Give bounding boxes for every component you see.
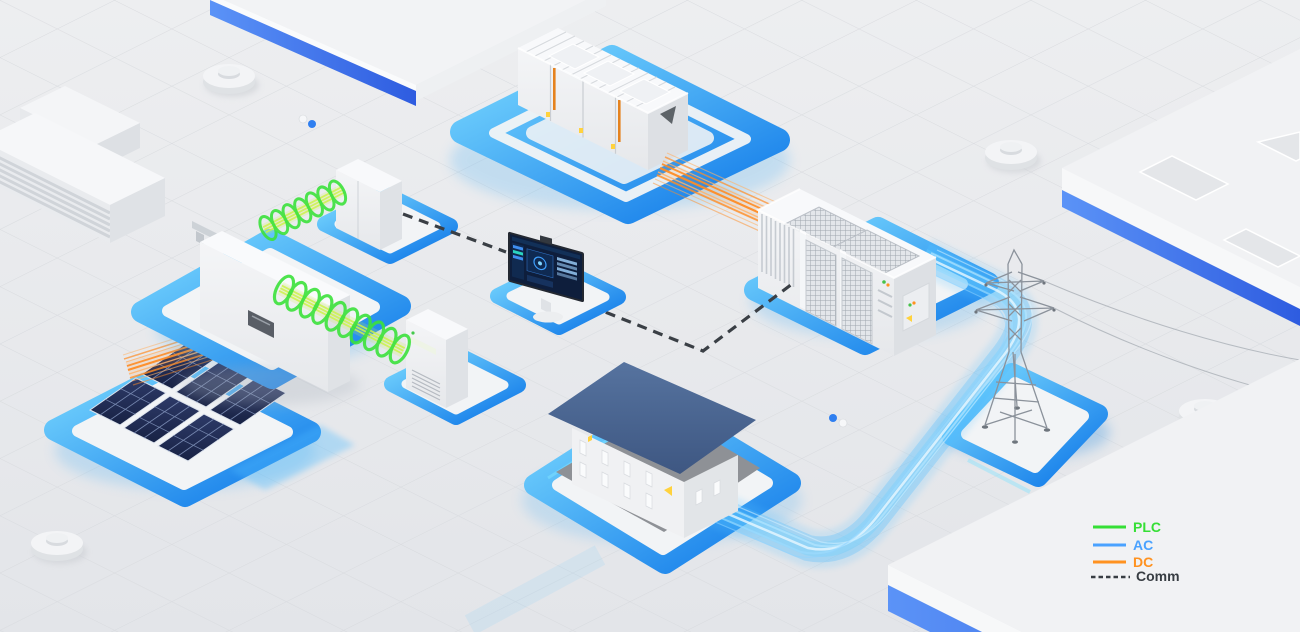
legend-item-dc: DC — [1093, 554, 1153, 570]
backdrop-slab-top-left — [210, 0, 606, 106]
legend-label-plc: PLC — [1133, 519, 1161, 535]
legend-item-comm: Comm — [1091, 568, 1180, 584]
communication-cabinet — [336, 159, 402, 250]
plc-signal-coil — [258, 179, 348, 242]
backdrop-slab-bottom-right — [888, 359, 1300, 632]
legend-label-comm: Comm — [1136, 568, 1180, 584]
ac-ribbon — [700, 238, 1038, 569]
floor-button — [985, 140, 1041, 173]
floor-button — [31, 531, 87, 564]
legend-item-ac: AC — [1093, 537, 1153, 553]
ribbed-block — [0, 86, 165, 243]
plant-building — [548, 362, 760, 538]
legend-label-ac: AC — [1133, 537, 1153, 553]
plc-signal-coil — [272, 274, 411, 365]
battery-cabinet — [406, 309, 468, 408]
comm-line — [402, 212, 793, 353]
legend: PLC AC DC Comm — [1091, 519, 1180, 584]
backdrop-slab-right — [1062, 49, 1300, 326]
battery-storage-container — [517, 28, 689, 170]
floor-dots — [298, 114, 848, 428]
monitoring-display — [508, 231, 584, 323]
transformer-station — [755, 188, 937, 356]
legend-item-plc: PLC — [1093, 519, 1161, 535]
legend-label-dc: DC — [1133, 554, 1153, 570]
floor-button — [203, 64, 259, 97]
